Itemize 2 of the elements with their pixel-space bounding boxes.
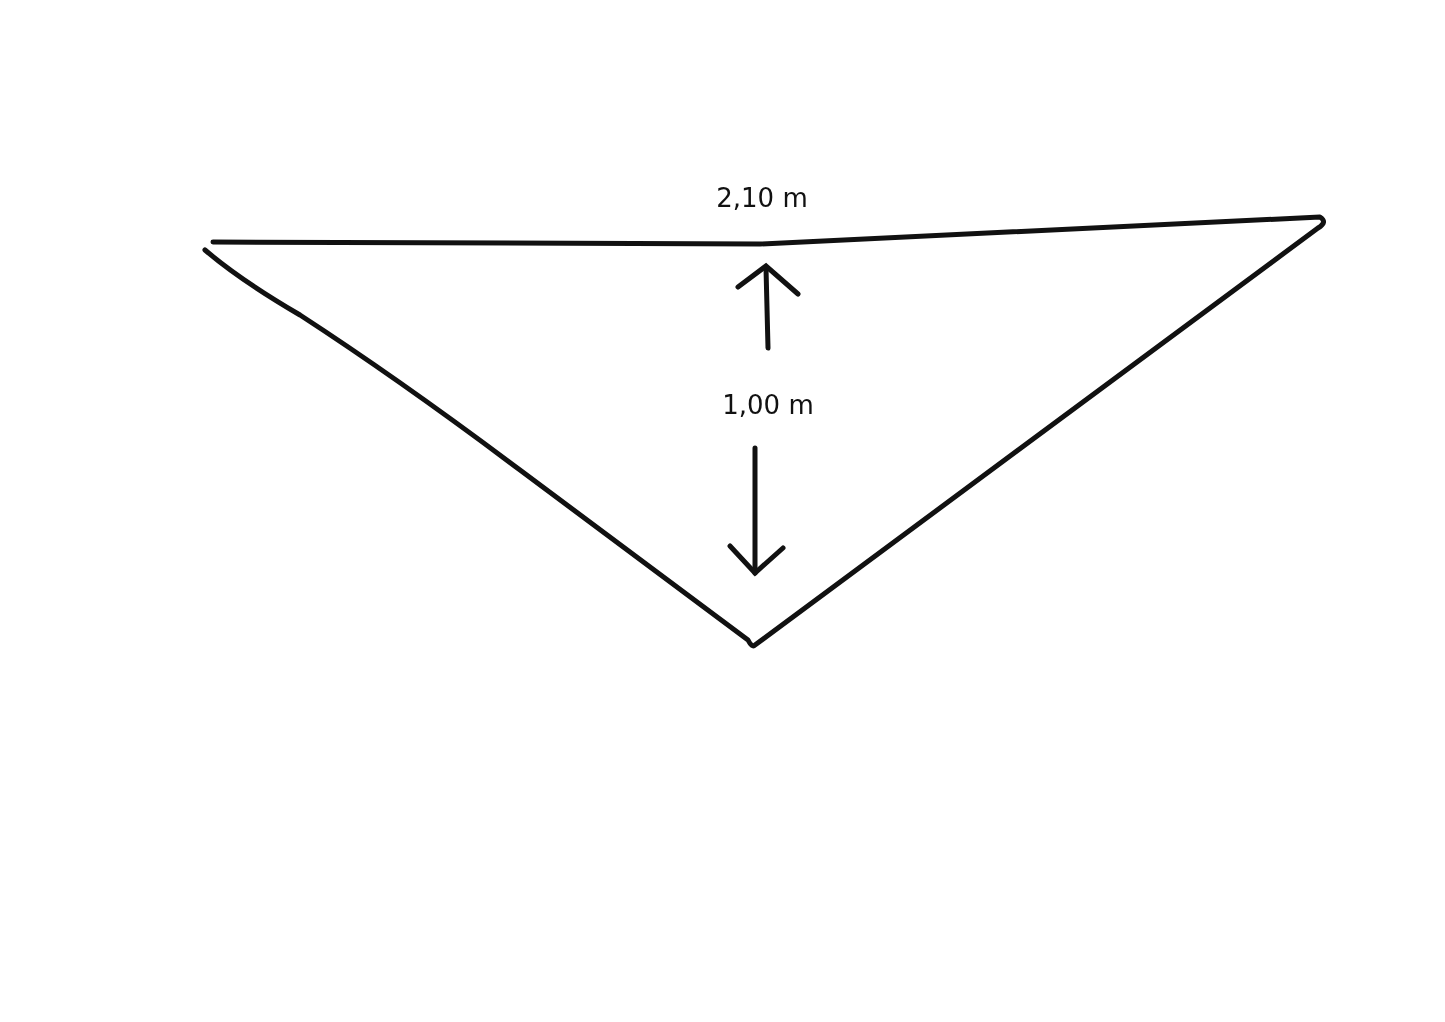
dimension-label: 1,00 m (722, 390, 814, 420)
dimension-label: 2,10 m (716, 183, 808, 213)
